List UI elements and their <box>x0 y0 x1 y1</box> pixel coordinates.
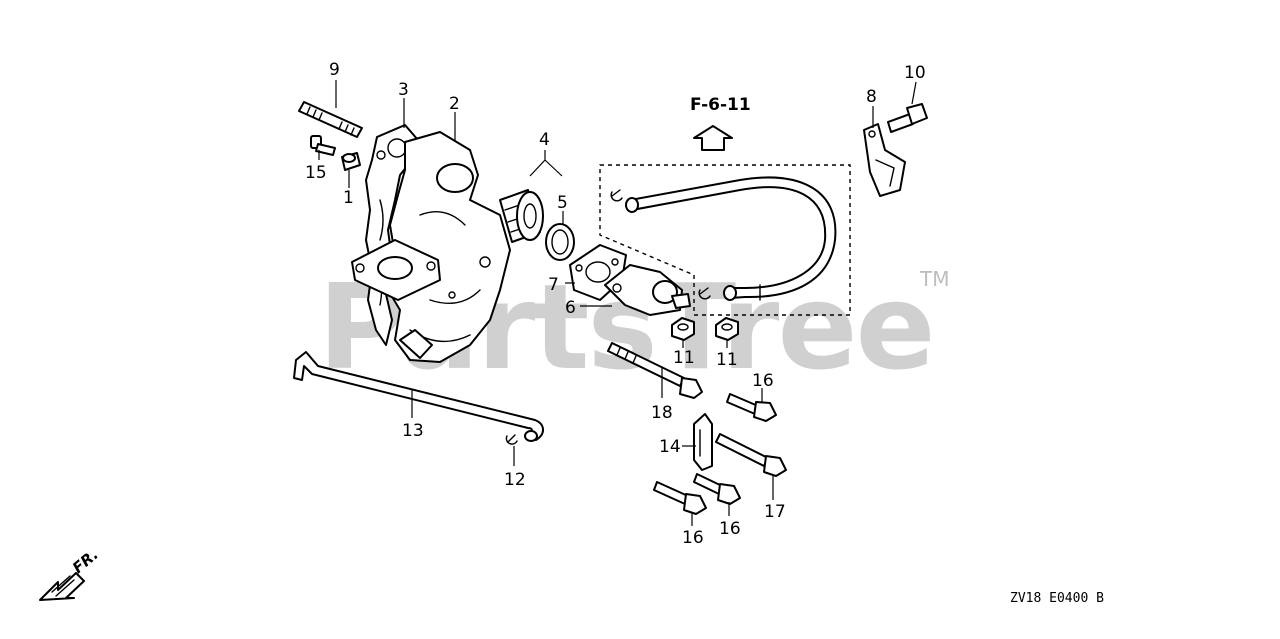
callout-15[interactable]: 15 <box>305 163 327 183</box>
part-hose-13[interactable] <box>293 351 544 442</box>
callouts: 9 3 2 15 1 4 5 7 6 8 10 11 11 16 18 14 1… <box>305 60 926 548</box>
callout-14[interactable]: 14 <box>659 437 681 457</box>
part-o-ring-5[interactable] <box>545 223 575 261</box>
callout-10[interactable]: 10 <box>904 63 926 83</box>
part-nut-11-left[interactable] <box>671 317 695 341</box>
part-clamp-14[interactable] <box>693 413 713 471</box>
part-bolt-16-lower-left[interactable] <box>653 481 707 515</box>
reference-box <box>599 164 851 316</box>
front-direction-indicator: FR. <box>39 545 102 601</box>
part-bolt-18[interactable] <box>607 342 703 399</box>
callout-4[interactable]: 4 <box>539 130 550 150</box>
callout-18[interactable]: 18 <box>651 403 673 423</box>
callout-11-right[interactable]: 11 <box>716 350 738 370</box>
part-housing-2[interactable] <box>351 131 511 363</box>
reference-arrow-up <box>693 125 733 151</box>
callout-6[interactable]: 6 <box>565 298 576 318</box>
part-bolt-15[interactable] <box>310 135 336 156</box>
callout-1[interactable]: 1 <box>343 188 354 208</box>
watermark-trademark: TM <box>919 267 949 291</box>
callout-8[interactable]: 8 <box>866 87 877 107</box>
callout-7[interactable]: 7 <box>548 275 559 295</box>
callout-16-lower-right[interactable]: 16 <box>719 519 741 539</box>
front-label: FR. <box>69 545 102 577</box>
part-thermostat-cover-6[interactable] <box>604 264 691 316</box>
callout-16-upper[interactable]: 16 <box>752 371 774 391</box>
part-nut-11-right[interactable] <box>715 317 739 341</box>
callout-9[interactable]: 9 <box>329 60 340 80</box>
part-thermostat-4[interactable] <box>499 189 544 243</box>
callout-13[interactable]: 13 <box>402 421 424 441</box>
reference-label[interactable]: F-6-11 <box>690 95 751 115</box>
part-bracket-8[interactable] <box>863 123 906 197</box>
part-stud-9[interactable] <box>298 101 363 138</box>
callout-16-lower-left[interactable]: 16 <box>682 528 704 548</box>
callout-5[interactable]: 5 <box>557 193 568 213</box>
part-dowel-1[interactable] <box>341 152 361 171</box>
callout-17[interactable]: 17 <box>764 502 786 522</box>
leader-lines <box>318 80 917 526</box>
callout-2[interactable]: 2 <box>449 94 460 114</box>
part-bolt-16-lower-right[interactable] <box>693 473 741 505</box>
part-bolt-17[interactable] <box>715 433 787 477</box>
hose-reference[interactable] <box>610 176 837 301</box>
callout-12[interactable]: 12 <box>504 470 526 490</box>
part-bolt-16-upper[interactable] <box>726 393 777 422</box>
part-bolt-10[interactable] <box>887 103 928 133</box>
part-clip-12[interactable] <box>505 434 518 445</box>
callout-3[interactable]: 3 <box>398 80 409 100</box>
diagram-code: ZV18 E0400 B <box>1010 591 1104 606</box>
callout-11-left[interactable]: 11 <box>673 348 695 368</box>
front-arrow-icon <box>39 572 85 601</box>
